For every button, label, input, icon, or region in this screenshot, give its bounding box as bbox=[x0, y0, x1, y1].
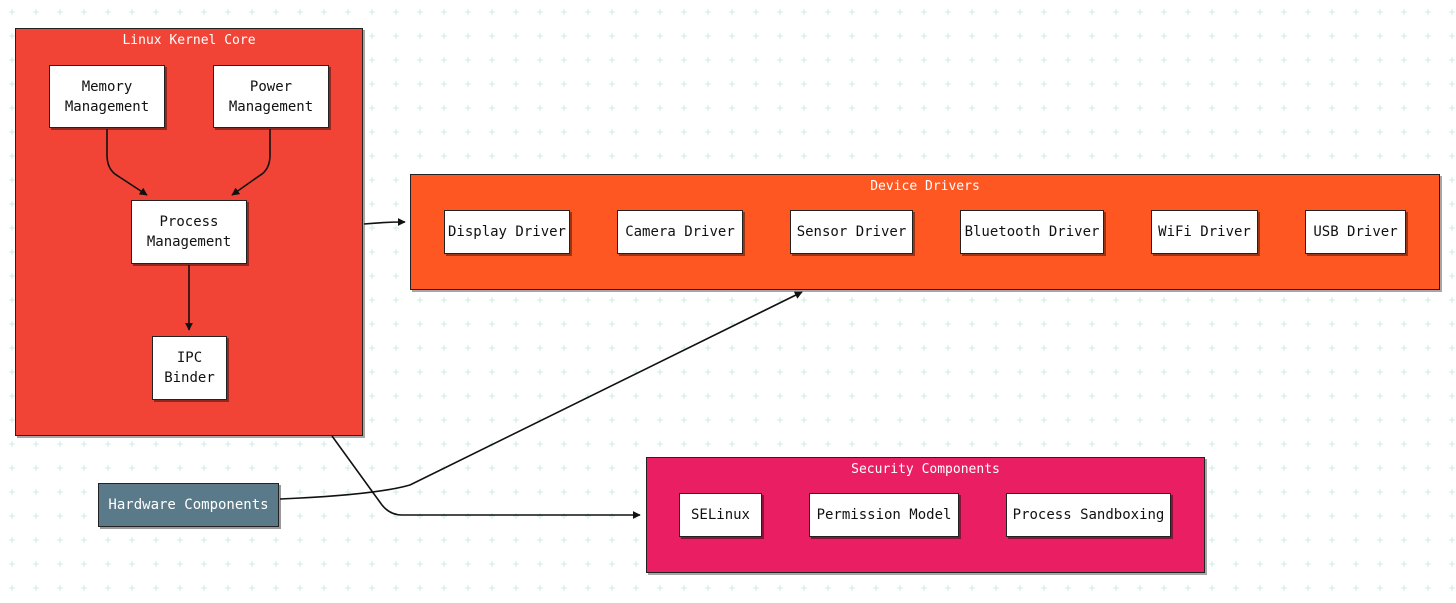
node-camera-driver-label: Camera Driver bbox=[625, 224, 735, 240]
node-display-driver-label: Display Driver bbox=[447, 224, 566, 240]
node-wifi-driver-label: WiFi Driver bbox=[1158, 224, 1251, 240]
node-process-management-line1: Process bbox=[159, 214, 219, 230]
node-hardware-components-label: Hardware Components bbox=[108, 497, 269, 513]
node-selinux-label: SELinux bbox=[690, 507, 750, 523]
node-hardware-components[interactable]: Hardware Components bbox=[98, 483, 279, 527]
node-bluetooth-driver[interactable]: Bluetooth Driver bbox=[960, 210, 1104, 254]
node-memory-management-line2: Management bbox=[64, 98, 150, 115]
group-title-device-drivers: Device Drivers bbox=[870, 179, 980, 194]
node-camera-driver[interactable]: Camera Driver bbox=[617, 210, 743, 254]
node-process-sandboxing-label: Process Sandboxing bbox=[1012, 507, 1165, 523]
group-title-security-components: Security Components bbox=[851, 462, 1000, 477]
node-permission-model-label: Permission Model bbox=[816, 507, 952, 523]
node-wifi-driver[interactable]: WiFi Driver bbox=[1151, 210, 1258, 254]
node-sensor-driver-label: Sensor Driver bbox=[796, 224, 907, 240]
group-device-drivers: Device Drivers bbox=[410, 174, 1440, 290]
node-ipc-binder-line1: IPC bbox=[176, 350, 203, 366]
group-title-linux-kernel-core: Linux Kernel Core bbox=[122, 33, 256, 48]
node-process-management-line2: Management bbox=[146, 234, 232, 250]
node-power-management-line2: Management bbox=[228, 98, 314, 115]
node-ipc-binder-line2: Binder bbox=[164, 370, 215, 386]
node-usb-driver-label: USB Driver bbox=[1313, 224, 1398, 240]
node-power-management[interactable]: Power Management bbox=[213, 65, 329, 128]
node-sensor-driver[interactable]: Sensor Driver bbox=[790, 210, 913, 254]
node-memory-management[interactable]: Memory Management bbox=[49, 65, 165, 128]
node-usb-driver[interactable]: USB Driver bbox=[1305, 210, 1406, 254]
node-memory-management-line1: Memory bbox=[81, 78, 133, 95]
node-process-management[interactable]: Process Management bbox=[131, 200, 247, 264]
node-process-sandboxing[interactable]: Process Sandboxing bbox=[1006, 493, 1171, 537]
node-permission-model[interactable]: Permission Model bbox=[809, 493, 959, 537]
node-selinux[interactable]: SELinux bbox=[679, 493, 762, 537]
node-bluetooth-driver-label: Bluetooth Driver bbox=[964, 224, 1100, 240]
node-ipc-binder[interactable]: IPC Binder bbox=[152, 336, 227, 400]
node-power-management-line1: Power bbox=[249, 78, 293, 95]
node-display-driver[interactable]: Display Driver bbox=[444, 210, 570, 254]
